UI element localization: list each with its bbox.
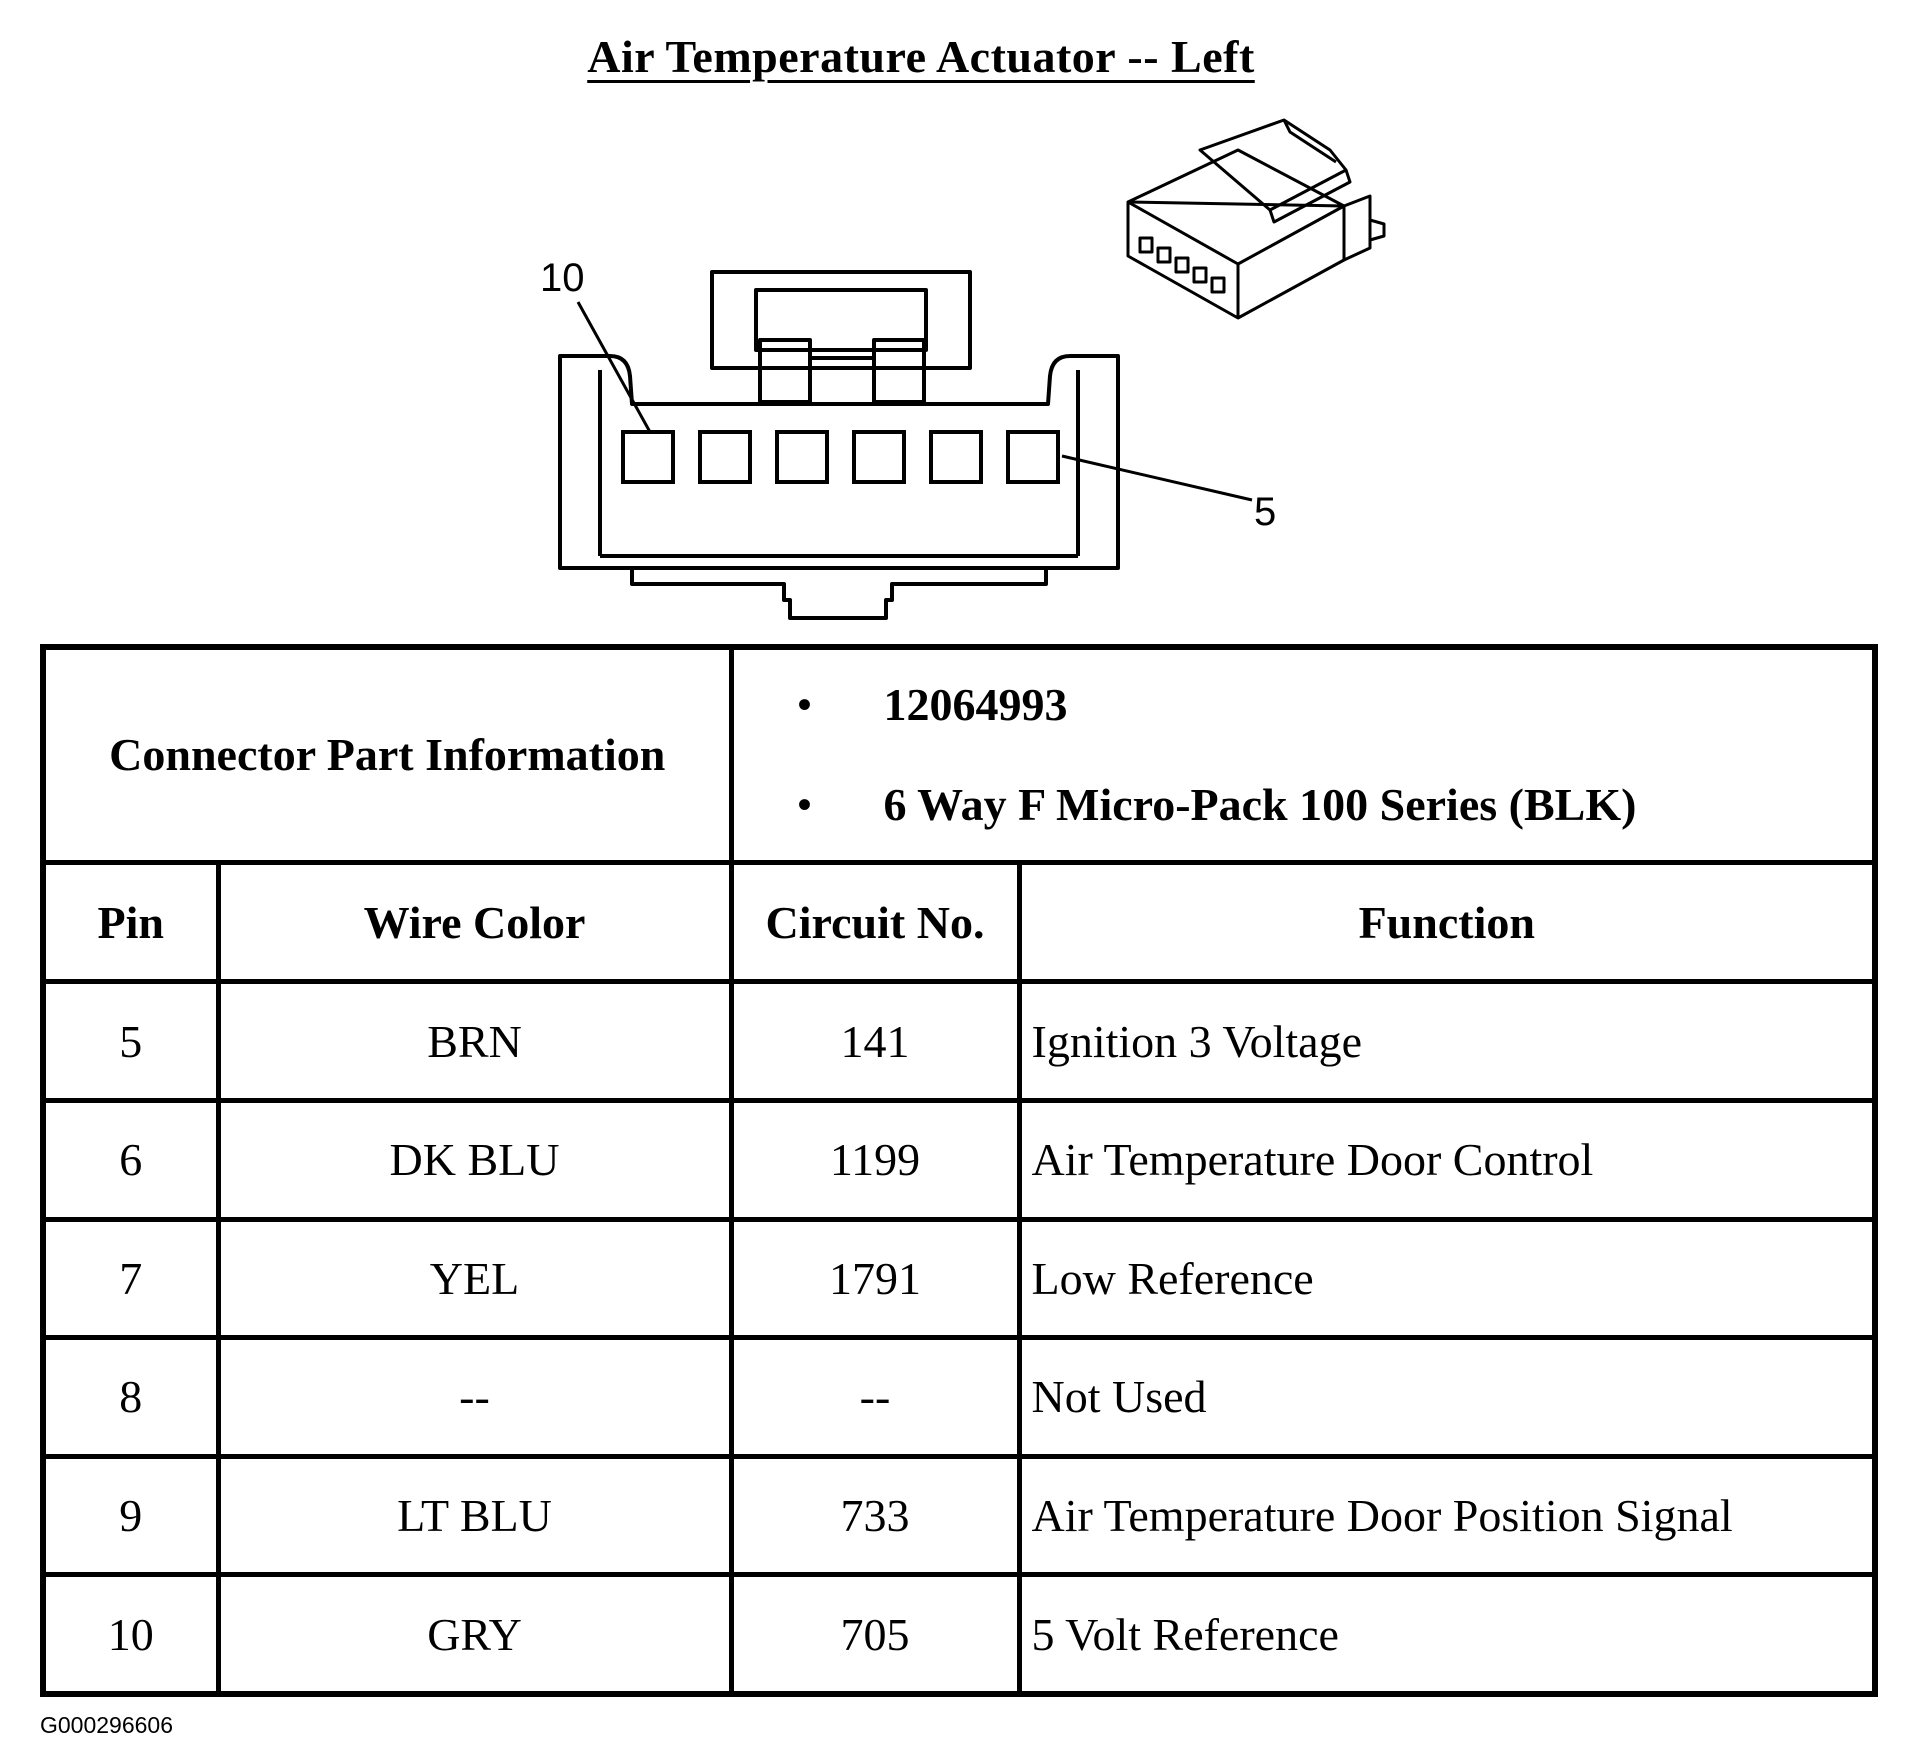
header-wire-color: Wire Color [215,859,734,985]
part-description: 6 Way F Micro-Pack 100 Series (BLK) [798,755,1873,855]
wire-color-cell: -- [215,1335,734,1459]
terminal-cavity [1006,430,1060,484]
wire-color-cell: LT BLU [215,1453,734,1578]
circuit-cell: 1199 [728,1097,1022,1222]
wire-color-cell: DK BLU [215,1097,734,1222]
circuit-cell: 1791 [728,1216,1022,1341]
connector-part-info: 12064993 6 Way F Micro-Pack 100 Series (… [728,644,1878,865]
circuit-cell: 705 [728,1572,1022,1697]
connector-lock-tab [710,270,972,370]
header-row: Pin Wire Color Circuit No. Function [40,859,1878,985]
terminal-cavity [852,430,906,484]
figure-code: G000296606 [40,1712,174,1738]
header-circuit-no: Circuit No. [728,859,1022,985]
circuit-cell: 733 [728,1453,1022,1578]
function-cell: Ignition 3 Voltage [1016,979,1878,1103]
terminal-cavity [621,430,675,484]
pin-cell: 5 [40,979,221,1103]
callout-pin-10: 10 [540,256,585,300]
pinout-table: Connector Part Information 12064993 6 Wa… [40,644,1878,1697]
callout-pin-5: 5 [1254,490,1277,534]
pin-cell: 8 [40,1335,221,1459]
table-row: 5 BRN 141 Ignition 3 Voltage [40,979,1878,1103]
pin-cell: 6 [40,1097,221,1222]
connector-isometric-icon [1126,118,1386,320]
pin-cell: 9 [40,1453,221,1578]
function-cell: Not Used [1016,1335,1878,1459]
table-row: 6 DK BLU 1199 Air Temperature Door Contr… [40,1097,1878,1222]
circuit-cell: 141 [728,979,1022,1103]
connector-part-label: Connector Part Information [40,644,734,865]
wire-color-cell: YEL [215,1216,734,1341]
pin-cell: 10 [40,1572,221,1697]
function-cell: 5 Volt Reference [1016,1572,1878,1697]
function-cell: Air Temperature Door Control [1016,1097,1878,1222]
table-row: 10 GRY 705 5 Volt Reference [40,1572,1878,1697]
function-cell: Air Temperature Door Position Signal [1016,1453,1878,1578]
part-number: 12064993 [798,655,1873,755]
callout-leader-5 [1061,454,1253,502]
table-row: 9 LT BLU 733 Air Temperature Door Positi… [40,1453,1878,1578]
pin-cell: 7 [40,1216,221,1341]
connector-part-row: Connector Part Information 12064993 6 Wa… [40,644,1878,865]
callout-leader-10 [576,301,652,433]
connector-body [558,354,1120,570]
header-function: Function [1016,859,1878,985]
wire-color-cell: BRN [215,979,734,1103]
table-row: 7 YEL 1791 Low Reference [40,1216,1878,1341]
connector-diagram [558,118,1386,620]
diagram-title: Air Temperature Actuator -- Left [587,31,1255,82]
terminal-cavity [775,430,829,484]
table-row: 8 -- -- Not Used [40,1335,1878,1459]
wire-color-cell: GRY [215,1572,734,1697]
terminal-cavity [929,430,983,484]
function-cell: Low Reference [1016,1216,1878,1341]
circuit-cell: -- [728,1335,1022,1459]
header-pin: Pin [40,859,221,985]
terminal-cavity [698,430,752,484]
